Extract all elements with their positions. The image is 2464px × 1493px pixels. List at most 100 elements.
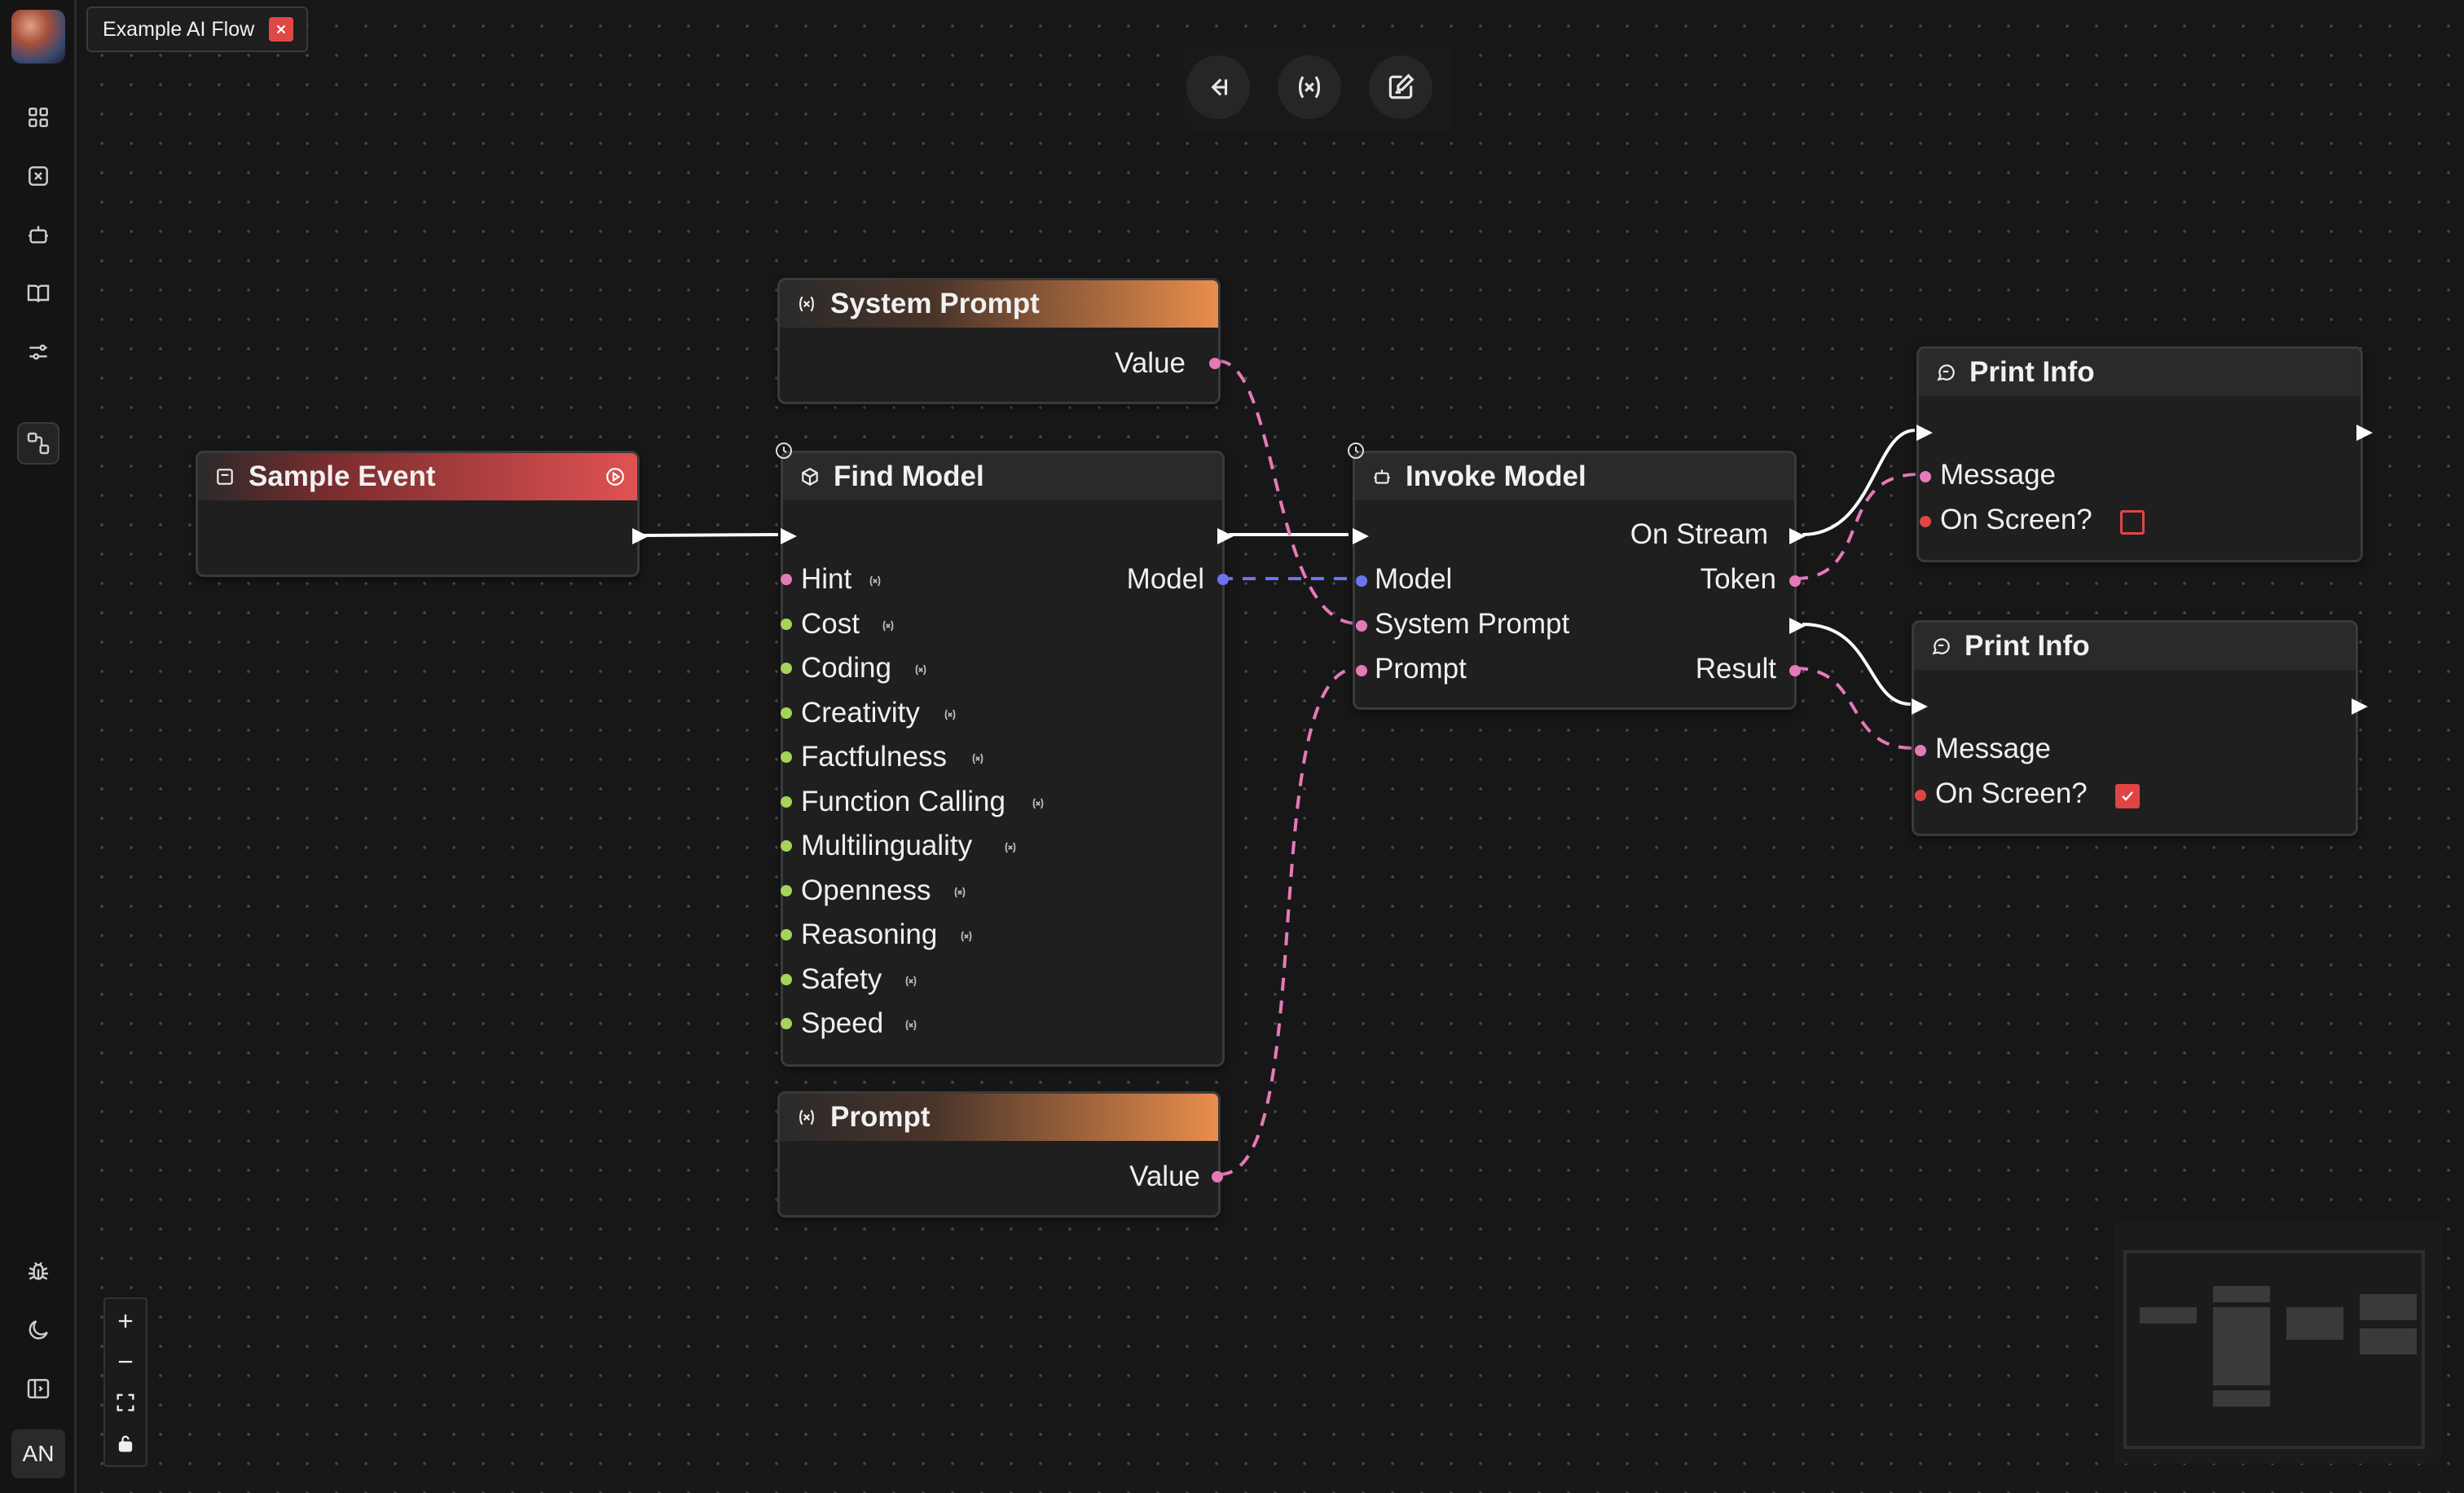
node-print-info[interactable]: Print Info Message On Screen? [1916,346,2373,562]
variable-icon[interactable] [913,663,928,677]
variable-icon [799,1109,814,1125]
input-pin[interactable] [781,974,792,985]
output-pin[interactable] [1209,358,1221,369]
on-screen-checkbox[interactable] [2120,510,2145,535]
minimap-viewport [2123,1250,2425,1449]
input-pin[interactable] [781,840,792,852]
node-header[interactable]: Print Info [1919,349,2361,396]
exec-input-pin[interactable] [1916,425,1933,441]
edit-note-icon[interactable] [1369,55,1432,119]
output-label: Result [1695,653,1776,685]
bot-icon[interactable] [17,214,59,256]
input-pin[interactable] [781,574,792,585]
sliders-icon[interactable] [17,331,59,373]
node-header[interactable]: Find Model [783,453,1222,500]
node-header[interactable]: Sample Event [198,453,637,500]
input-label: System Prompt [1375,608,1570,640]
variable-icon[interactable] [953,885,967,900]
input-pin[interactable] [781,707,792,719]
exec-input-pin[interactable] [781,528,797,544]
input-pin[interactable] [781,751,792,763]
exec-input-pin[interactable] [1912,698,1928,715]
output-pin[interactable] [1217,574,1229,585]
lock-icon[interactable] [105,1423,146,1464]
on-screen-checkbox[interactable] [2115,784,2140,808]
variable-icon[interactable] [970,751,985,766]
moon-icon[interactable] [17,1309,59,1351]
input-pin[interactable] [1356,665,1367,676]
variable-icon [799,296,814,312]
dashboard-grid-icon[interactable] [17,96,59,139]
input-pin[interactable] [1356,620,1367,632]
input-pin[interactable] [781,1018,792,1029]
close-box-icon[interactable] [17,155,59,197]
variable-icon[interactable] [881,619,895,633]
exec-output-pin[interactable] [2352,698,2368,715]
exec-output-pin[interactable] [632,528,649,544]
input-label: Reasoning [801,918,938,950]
variable-icon[interactable] [904,1018,918,1033]
input-label: Model [1375,563,1453,595]
input-pin[interactable] [781,885,792,896]
input-pin[interactable] [781,929,792,940]
output-label: Value [1129,1160,1200,1192]
exec-input-pin[interactable] [1353,528,1369,544]
book-icon[interactable] [17,272,59,315]
exec-output-pin[interactable] [1789,618,1806,634]
variable-icon[interactable] [959,929,974,944]
node-prompt[interactable]: Prompt Value [777,1091,1223,1218]
zoom-in-icon[interactable] [105,1301,146,1341]
minimap-node [2213,1286,2270,1302]
input-pin[interactable] [781,663,792,674]
variable-icon[interactable] [1003,840,1018,855]
node-title: Sample Event [249,460,436,492]
output-pin[interactable] [1789,665,1801,676]
node-sample-event[interactable]: Sample Event [196,451,649,577]
node-find-model[interactable]: Find Model Model Hint Cost Coding Creati… [781,451,1234,1067]
exec-output-pin[interactable] [1789,528,1806,544]
fit-view-icon[interactable] [105,1382,146,1423]
input-label: On Screen? [1940,504,2092,535]
minimap[interactable] [2114,1222,2441,1464]
node-system-prompt[interactable]: System Prompt Value [777,278,1221,404]
bug-icon[interactable] [17,1250,59,1293]
close-icon[interactable] [269,17,294,42]
input-pin[interactable] [1920,471,1931,482]
input-pin[interactable] [1915,745,1926,756]
variable-icon[interactable] [1278,55,1341,119]
variable-icon[interactable] [868,574,882,588]
node-invoke-model[interactable]: Invoke Model Model System Prompt Prompt … [1353,451,1806,710]
output-label: Token [1700,563,1776,595]
input-pin[interactable] [1356,575,1367,587]
flow-nodes-icon[interactable] [17,422,59,465]
exec-output-pin[interactable] [2356,425,2373,441]
node-title: System Prompt [830,288,1040,319]
exec-output-pin[interactable] [1217,528,1234,544]
node-header[interactable]: System Prompt [780,280,1218,328]
data-wire [1794,473,1920,580]
node-header[interactable]: Print Info [1914,623,2356,670]
input-label: Safety [801,963,882,995]
input-pin[interactable] [781,619,792,630]
input-pin[interactable] [1915,790,1926,801]
node-header[interactable]: Prompt [780,1094,1218,1141]
panel-toggle-icon[interactable] [17,1367,59,1410]
variable-icon[interactable] [1031,796,1045,811]
node-header[interactable]: Invoke Model [1355,453,1794,500]
node-print-info[interactable]: Print Info Message On Screen? [1912,620,2368,836]
minimap-node [2213,1390,2270,1407]
app-avatar[interactable] [11,10,65,64]
input-pin[interactable] [781,796,792,808]
output-pin[interactable] [1212,1171,1223,1183]
collapse-left-icon[interactable] [1186,55,1250,119]
bot-icon [1374,469,1390,484]
play-icon[interactable] [605,466,626,487]
input-label: Function Calling [801,786,1005,817]
input-pin[interactable] [1920,516,1931,527]
zoom-out-icon[interactable] [105,1341,146,1382]
output-pin[interactable] [1789,575,1801,587]
user-avatar[interactable]: AN [11,1429,65,1478]
variable-icon[interactable] [943,707,957,722]
variable-icon[interactable] [904,974,918,989]
flow-tab[interactable]: Example AI Flow [86,7,309,52]
